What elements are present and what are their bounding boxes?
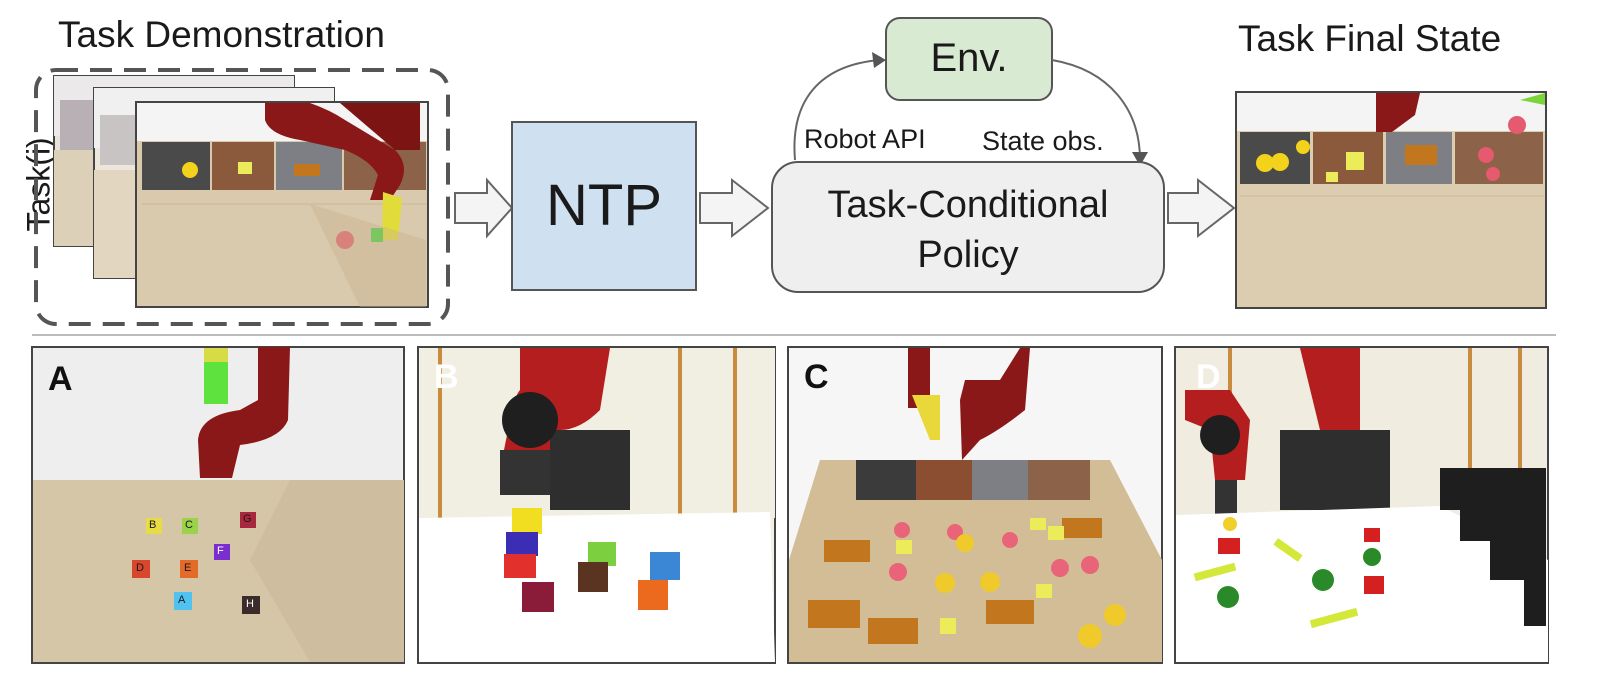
panel-c-image <box>787 346 1163 664</box>
policy-label-line1: Task-Conditional <box>827 184 1109 226</box>
panel-a-image <box>31 346 405 664</box>
final-state-image <box>1235 91 1547 309</box>
panel-letter-c: C <box>804 358 829 396</box>
block-letter: D <box>136 562 144 574</box>
panel-letter-a: A <box>48 360 73 398</box>
block-letter: C <box>185 519 193 531</box>
final-title: Task Final State <box>1238 18 1502 59</box>
demo-frame-front <box>135 101 429 308</box>
arrow-demo-to-ntp <box>454 177 514 239</box>
block-letter: G <box>243 513 252 525</box>
panel-d-image <box>1174 346 1549 664</box>
policy-label-line2: Policy <box>917 234 1019 276</box>
block-letter: H <box>246 598 254 610</box>
ntp-label: NTP <box>546 173 662 238</box>
demo-title: Task Demonstration <box>58 14 385 55</box>
panel-letter-b: B <box>434 358 459 396</box>
ntp-box <box>511 121 697 291</box>
robot-api-label: Robot API <box>804 124 926 154</box>
arrow-policy-to-final <box>1167 177 1236 239</box>
env-label: Env. <box>930 36 1008 80</box>
panel-letter-d: D <box>1196 358 1221 396</box>
robot-api-arrow <box>793 59 881 161</box>
state-obs-label: State obs. <box>982 126 1104 156</box>
block-letter: F <box>217 545 224 557</box>
env-box <box>885 17 1053 101</box>
block-letter: B <box>149 519 157 531</box>
block-letter: A <box>178 594 186 606</box>
state-obs-arrow <box>1051 59 1141 161</box>
block-letter: E <box>184 562 192 574</box>
policy-box <box>771 161 1165 293</box>
panel-b-image <box>417 346 776 664</box>
arrow-ntp-to-policy <box>699 177 770 239</box>
